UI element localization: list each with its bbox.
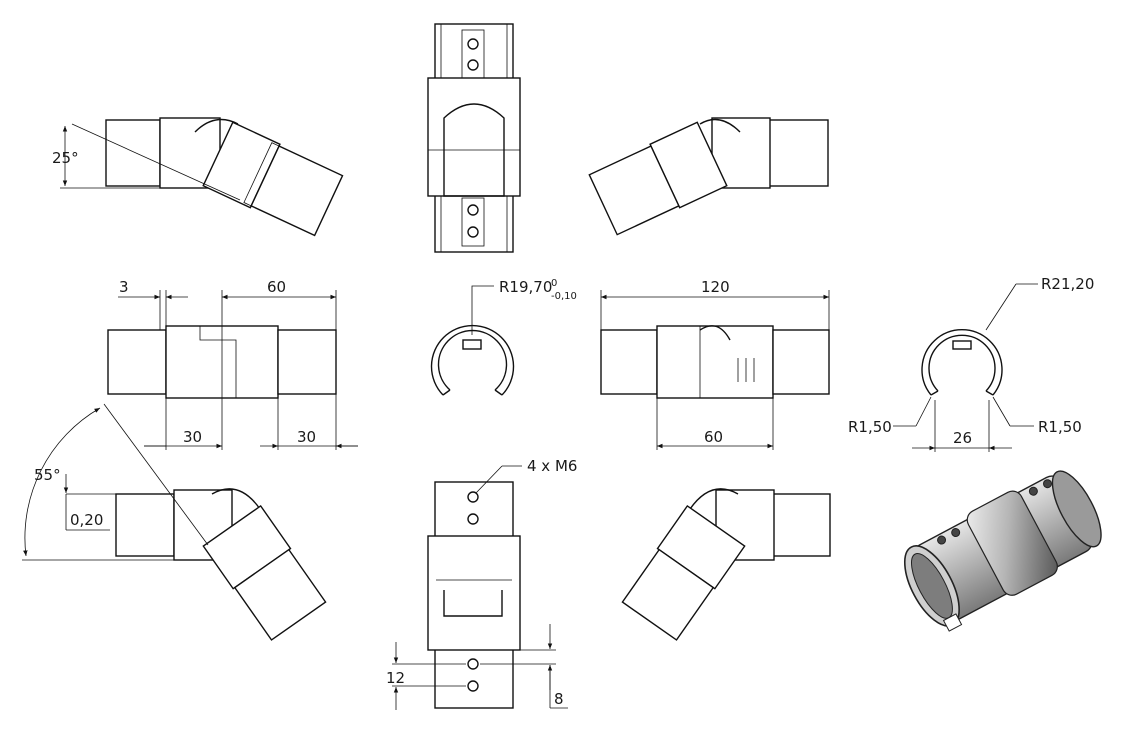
screw-hole [467, 658, 479, 670]
dim-0-20-label: 0,20 [70, 511, 103, 529]
view-angled-25-right [588, 117, 829, 236]
profile-inner-arc [437, 329, 508, 391]
radius-edge-left-label: R1,50 [848, 418, 892, 436]
view-vertical-top [427, 23, 521, 253]
tube-segment-left [107, 329, 167, 395]
dim-8-label: 8 [554, 690, 564, 708]
profile-outer-arc [921, 329, 1003, 396]
dim-30-right-label: 30 [297, 428, 316, 446]
iso-sleeve [966, 490, 1058, 596]
thread-callout-label: 4 x M6 [527, 457, 577, 475]
screw-hole [467, 38, 479, 50]
view-straight-right: 120 60 [600, 278, 830, 450]
profile-inner-arc [928, 334, 996, 392]
view-vertical-bottom: 4 x M6 12 8 [386, 457, 577, 710]
profile-key [462, 339, 482, 350]
screw-hole [467, 226, 479, 238]
angle-55-label: 55° [34, 466, 61, 484]
screw-hole [467, 204, 479, 216]
dim-120-label: 120 [701, 278, 730, 296]
tube-segment-left [105, 119, 161, 187]
radius-edge-right-label: R1,50 [1038, 418, 1082, 436]
tube-segment-right [277, 329, 337, 395]
screw-hole [467, 491, 479, 503]
view-straight-left: 3 60 30 30 [107, 278, 358, 450]
radius-outer-label: R21,20 [1041, 275, 1094, 293]
tube-segment-left [115, 493, 175, 557]
angle-25-label: 25° [52, 149, 79, 167]
tube-segment-right [767, 119, 829, 187]
view-angled-55-left: 55° 0,20 [22, 403, 327, 641]
screw-hole [937, 535, 947, 545]
view-angled-25-left: 25° [52, 117, 344, 237]
screw-hole [1042, 479, 1052, 489]
hinge-arc [699, 118, 741, 133]
section-inner-profile: R19,70 0 -0,10 [430, 278, 577, 396]
radius-inner-tol-lower: -0,10 [551, 291, 577, 302]
vertical-sleeve [427, 77, 521, 197]
tube-segment-right [233, 548, 327, 641]
screw-hole [467, 680, 479, 692]
radius-inner-tol-upper: 0 [551, 278, 557, 289]
radius-inner-label: R19,70 [499, 278, 552, 296]
hinge-arc [211, 488, 263, 513]
iso-tube-end [1051, 470, 1102, 548]
tube-segment-right [771, 493, 831, 557]
section-outer-profile: R21,20 R1,50 R1,50 26 [848, 275, 1094, 452]
dim-60-bottom-label: 60 [704, 428, 723, 446]
tube-segment-right [772, 329, 830, 395]
screw-hole [1028, 486, 1038, 496]
screw-hole [467, 513, 479, 525]
coupling-sleeve [656, 325, 774, 399]
dim-26-label: 26 [953, 429, 972, 447]
dim-3-label: 3 [119, 278, 129, 296]
isometric-render [903, 470, 1102, 632]
screw-hole [467, 59, 479, 71]
view-angled-55-right [621, 488, 831, 641]
tube-segment-left [621, 548, 715, 641]
profile-key [952, 340, 972, 350]
tube-segment-left [600, 329, 658, 395]
profile-outer-arc [430, 324, 515, 396]
dim-30-left-label: 30 [183, 428, 202, 446]
dim-60-top-label: 60 [267, 278, 286, 296]
tube-segment-left [588, 145, 680, 236]
dim-12-label: 12 [386, 669, 405, 687]
hinge-arc [687, 488, 739, 513]
screw-hole [951, 528, 961, 538]
vertical-sleeve [427, 535, 521, 651]
